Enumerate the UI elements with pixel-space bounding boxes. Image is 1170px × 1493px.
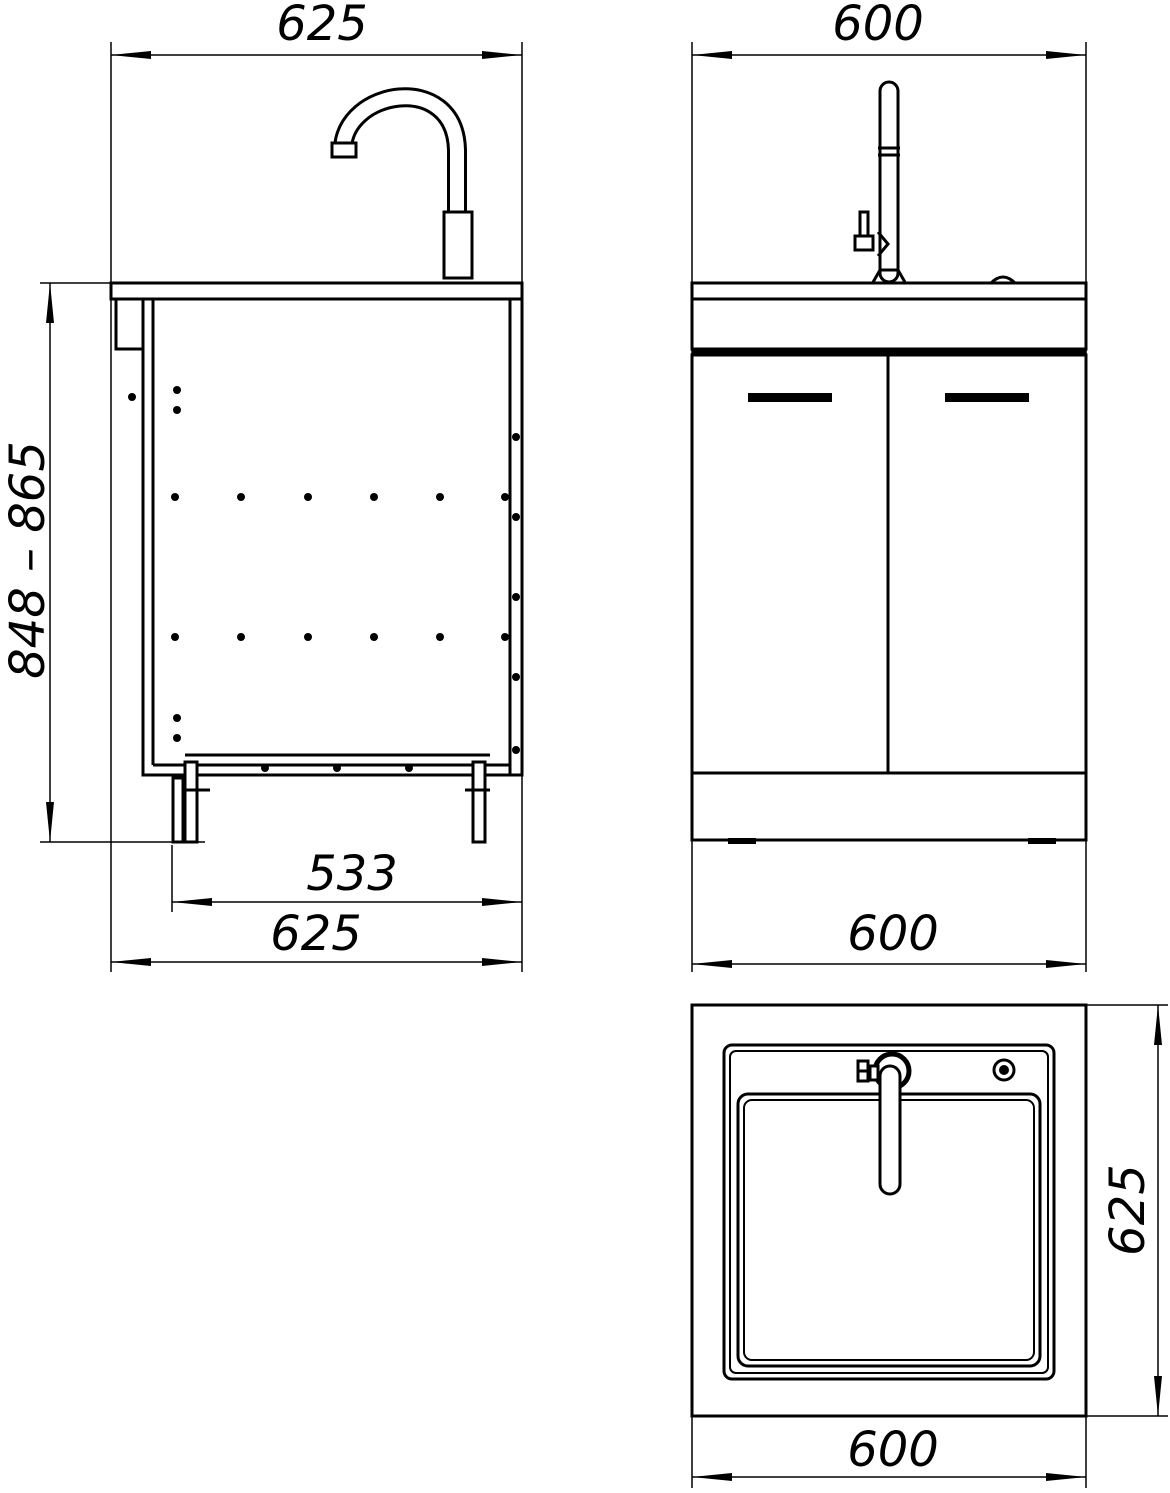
front-countertop <box>690 281 1088 301</box>
side-countertop <box>109 281 524 301</box>
side-top-width-label: 625 <box>276 0 368 52</box>
left-door-handle <box>748 393 832 402</box>
top-bottom-width-label: 600 <box>847 1422 939 1478</box>
front-top-width-label: 600 <box>832 0 924 52</box>
front-plinth <box>690 771 1088 842</box>
right-door <box>886 353 1088 775</box>
faucet-front-icon <box>853 80 908 285</box>
left-door <box>690 353 890 775</box>
side-bottom-width-label: 625 <box>270 906 362 962</box>
front-view: 600 600 <box>690 0 1088 972</box>
side-legs <box>171 760 490 844</box>
side-inner-depth-label: 533 <box>306 846 398 902</box>
faucet-top-icon <box>856 1051 912 1196</box>
right-door-handle <box>945 393 1029 402</box>
faucet-side-icon <box>330 87 474 280</box>
side-holes <box>128 386 520 772</box>
side-view: 625 848 – 865 533 625 <box>0 0 524 972</box>
side-cabinet-body <box>141 297 524 777</box>
top-view: 600 625 <box>690 1003 1168 1488</box>
side-height-label: 848 – 865 <box>0 441 56 679</box>
front-bottom-width-label: 600 <box>847 906 939 962</box>
top-depth-label: 625 <box>1100 1164 1156 1256</box>
